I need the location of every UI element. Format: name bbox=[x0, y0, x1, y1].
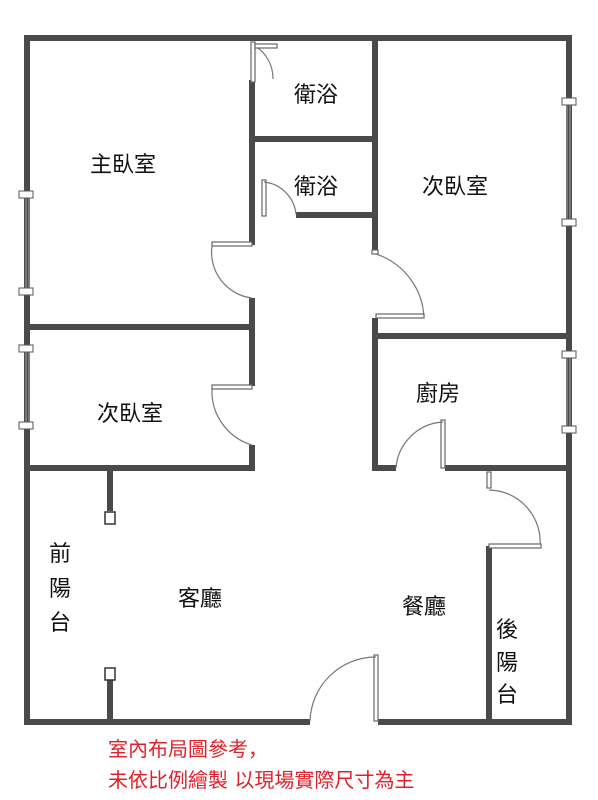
bath-south-wall bbox=[296, 212, 374, 218]
room-label-bedroom-left: 次臥室 bbox=[97, 402, 163, 427]
room-label-living-room: 客廳 bbox=[178, 587, 222, 612]
door-leaf bbox=[488, 543, 542, 549]
outer-wall-bottom-left bbox=[24, 719, 310, 725]
outer-wall-left bbox=[24, 35, 30, 725]
door-swing-bedroom-right bbox=[375, 253, 425, 319]
door-leaf bbox=[486, 471, 492, 489]
door-swing-bedroom-left bbox=[211, 388, 253, 446]
room-label-bedroom-right: 次臥室 bbox=[422, 175, 488, 200]
door-leaf bbox=[371, 249, 379, 255]
room-label-front-balcony-1: 前 bbox=[49, 542, 71, 567]
bedroom-right-south-wall bbox=[372, 333, 570, 339]
front-balcony-post-bottom bbox=[107, 674, 113, 719]
door-swing-entrance bbox=[309, 656, 377, 722]
window-frame bbox=[561, 350, 577, 359]
outer-wall-right bbox=[566, 35, 572, 725]
room-label-front-balcony-3: 台 bbox=[49, 611, 71, 636]
master-bedroom-east-wall bbox=[249, 80, 255, 245]
room-label-bathroom-top: 衛浴 bbox=[294, 83, 338, 108]
master-bedroom-east-wall-lower bbox=[249, 298, 255, 328]
kitchen-west-wall bbox=[372, 333, 378, 471]
bedroom-right-west-wall-lower bbox=[372, 318, 378, 336]
bedroom-left-east-wall-lower bbox=[249, 445, 255, 471]
front-balcony-post-top bbox=[107, 471, 113, 511]
windows bbox=[18, 97, 577, 434]
door-leaf bbox=[440, 419, 446, 469]
room-label-back-balcony-3: 台 bbox=[496, 683, 518, 708]
door-leaf bbox=[211, 241, 253, 247]
walls bbox=[24, 35, 572, 725]
room-label-master-bedroom: 主臥室 bbox=[90, 153, 156, 178]
outer-wall-top bbox=[24, 35, 572, 41]
window-frame bbox=[18, 287, 34, 296]
room-label-bathroom-mid: 衛浴 bbox=[294, 175, 338, 200]
bath-east-wall bbox=[372, 35, 378, 250]
kitchen-south-wall-right bbox=[445, 465, 570, 471]
room-label-front-balcony-2: 陽 bbox=[49, 577, 71, 602]
door-leaf bbox=[211, 384, 253, 390]
room-label-back-balcony-2: 陽 bbox=[496, 651, 518, 676]
disclaimer-line-2: 未依比例繪製 以現場實際尺寸為主 bbox=[108, 768, 415, 792]
door-swing-kitchen bbox=[395, 421, 444, 469]
outer-wall-bottom-right bbox=[378, 719, 572, 725]
door-leaf bbox=[375, 313, 425, 319]
back-balcony-west-wall bbox=[486, 546, 492, 722]
window-frame bbox=[18, 344, 34, 353]
room-label-dining-room: 餐廳 bbox=[402, 595, 446, 620]
window-frame bbox=[561, 425, 577, 434]
room-label-kitchen: 廚房 bbox=[416, 382, 460, 407]
bedroom-left-east-wall-upper bbox=[249, 324, 255, 386]
doors bbox=[210, 41, 542, 722]
fixture-box bbox=[104, 667, 116, 681]
master-bedroom-south-wall bbox=[24, 324, 255, 330]
door-swing-back-balcony bbox=[488, 489, 541, 547]
window-frame bbox=[18, 421, 34, 430]
bedroom-left-south-wall bbox=[24, 465, 255, 471]
door-leaf bbox=[250, 41, 256, 83]
door-leaf bbox=[373, 654, 379, 722]
window-frame bbox=[18, 190, 34, 199]
door-swing-master bbox=[210, 245, 253, 299]
room-label-back-balcony-1: 後 bbox=[496, 618, 518, 643]
window-frame bbox=[561, 97, 577, 106]
room-labels: 主臥室 衛浴 衛浴 次臥室 次臥室 廚房 客廳 餐廳 前 陽 台 後 陽 台 bbox=[49, 83, 518, 708]
fixture-box bbox=[104, 511, 116, 525]
door-swing-bath-top bbox=[254, 45, 274, 80]
door-leaf bbox=[261, 179, 267, 217]
window-frame bbox=[561, 218, 577, 227]
door-leaf bbox=[254, 43, 278, 49]
disclaimer-line-1: 室內布局圖參考， bbox=[108, 737, 268, 761]
bath-divider bbox=[249, 136, 375, 142]
kitchen-south-wall-left bbox=[372, 465, 396, 471]
door-swing-bath-mid bbox=[263, 181, 297, 215]
